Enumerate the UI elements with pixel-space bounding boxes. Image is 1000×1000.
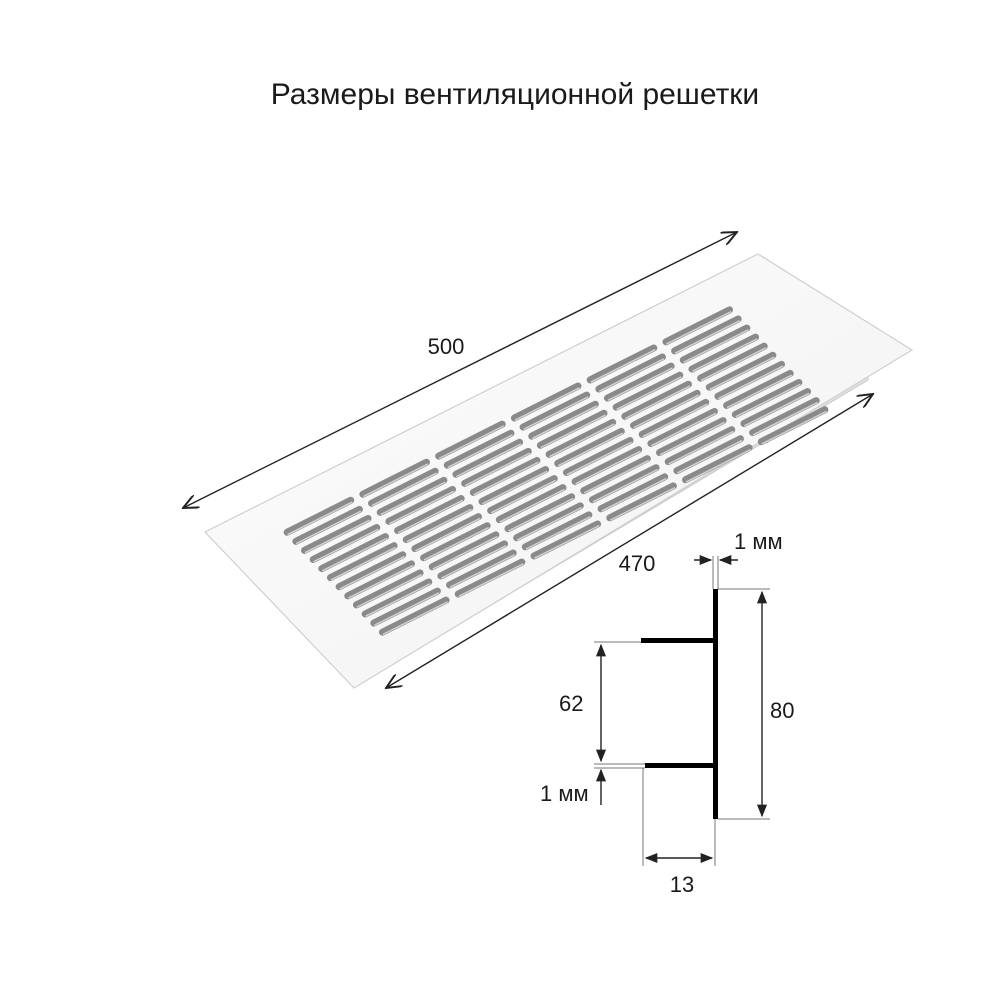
dimension-470-line — [386, 394, 873, 688]
cross-section-profile: 1 мм 80 62 1 мм 13 — [540, 529, 794, 897]
grille-slot-highlight — [304, 519, 370, 554]
grille-slot — [318, 533, 389, 573]
profile-flange-bottom — [645, 763, 714, 768]
profile-flange-top — [641, 638, 714, 643]
grille-slot — [309, 524, 381, 564]
grille-plate — [204, 253, 914, 689]
grille-slot-highlight — [313, 528, 379, 563]
grille-slot — [292, 505, 363, 545]
dimension-62-label: 62 — [559, 691, 583, 716]
grille-face — [204, 253, 914, 689]
dimension-500-line — [183, 232, 737, 508]
dimension-470-label: 470 — [619, 551, 656, 576]
page-title: Размеры вентиляционной решетки — [271, 78, 759, 111]
grille-slot — [300, 514, 372, 554]
dimension-500: 500 — [183, 232, 737, 508]
dimension-thickness-top-label: 1 мм — [734, 529, 783, 554]
dimension-470: 470 — [386, 394, 873, 688]
dimension-thickness-bottom-label: 1 мм — [540, 781, 589, 806]
dimension-13-label: 13 — [670, 872, 694, 897]
grille-slot-highlight — [296, 510, 362, 545]
profile-face — [713, 589, 718, 819]
dimension-80-label: 80 — [770, 698, 794, 723]
dimension-500-label: 500 — [428, 334, 465, 359]
grille-slot-highlight — [322, 537, 388, 572]
grille-slot — [326, 542, 398, 582]
